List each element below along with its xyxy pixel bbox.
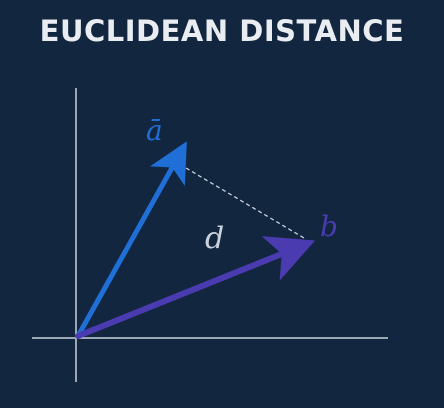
vector-b-label: b [320, 210, 338, 243]
vector-a-arrow [75, 141, 187, 339]
vector-b-arrow [75, 236, 316, 339]
distance-label: d [205, 221, 224, 256]
diagram-title: EUCLIDEAN DISTANCE [39, 14, 405, 48]
vector-a-label: ā [146, 114, 163, 147]
distance-line [185, 167, 305, 239]
